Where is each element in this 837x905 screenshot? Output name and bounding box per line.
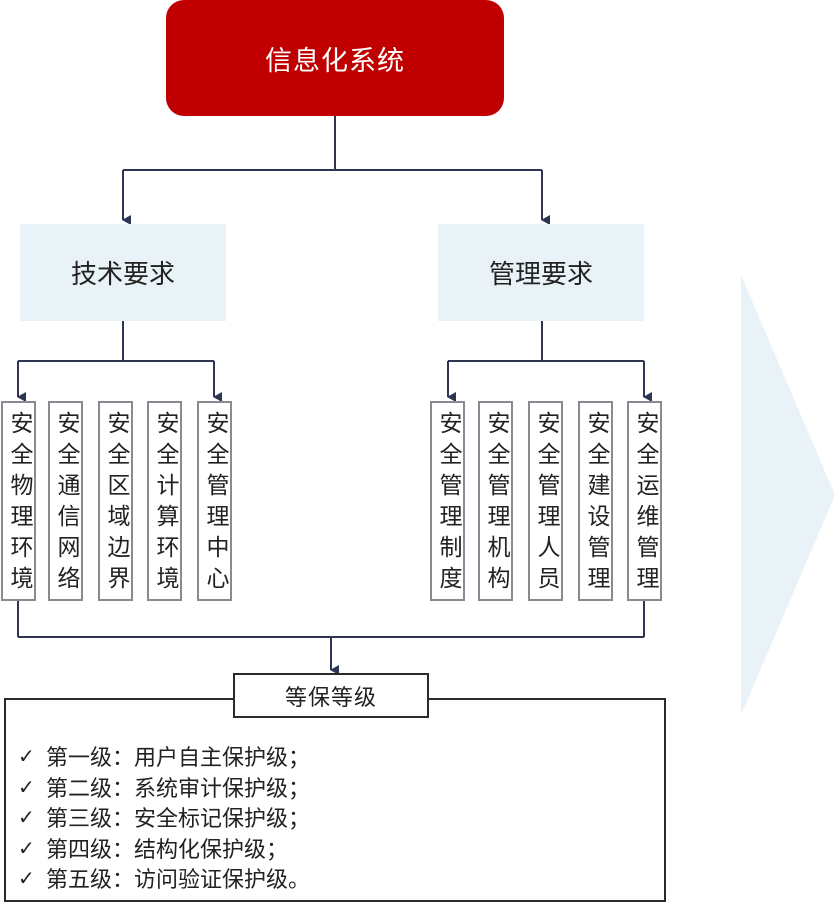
leaf-label: 安全管理人员 bbox=[533, 411, 559, 597]
chevron-right-icon bbox=[741, 275, 835, 715]
leaf-node: 安全管理人员 bbox=[528, 401, 563, 601]
list-item: ✓ 第三级：安全标记保护级； bbox=[18, 802, 310, 833]
leaf-node: 安全物理环境 bbox=[1, 401, 36, 601]
levels-list: ✓ 第一级：用户自主保护级； ✓ 第二级：系统审计保护级； ✓ 第三级：安全标记保护级… bbox=[18, 741, 310, 894]
root-node: 信息化系统 bbox=[166, 0, 504, 116]
check-icon: ✓ bbox=[18, 835, 35, 860]
levels-title: 等保等级 bbox=[233, 673, 429, 718]
leaf-node: 安全管理机构 bbox=[478, 401, 513, 601]
leaf-label: 安全运维管理 bbox=[632, 411, 658, 597]
leaf-node: 安全区域边界 bbox=[98, 401, 133, 601]
root-label: 信息化系统 bbox=[265, 45, 405, 77]
leaf-node: 安全运维管理 bbox=[627, 401, 662, 601]
levels-title-label: 等保等级 bbox=[284, 685, 377, 711]
list-item: ✓ 第五级：访问验证保护级。 bbox=[18, 863, 310, 894]
level-text: 第一级：用户自主保护级； bbox=[46, 746, 311, 772]
list-item: ✓ 第四级：结构化保护级； bbox=[18, 833, 310, 864]
check-icon: ✓ bbox=[18, 774, 35, 799]
category-label: 技术要求 bbox=[70, 260, 175, 290]
category-label: 管理要求 bbox=[488, 260, 593, 290]
leaf-label: 安全管理制度 bbox=[435, 411, 461, 597]
leaf-node: 安全建设管理 bbox=[578, 401, 613, 601]
list-item: ✓ 第一级：用户自主保护级； bbox=[18, 741, 310, 772]
level-text: 第四级：结构化保护级； bbox=[46, 837, 289, 863]
leaf-node: 安全管理制度 bbox=[430, 401, 465, 601]
level-text: 第二级：系统审计保护级； bbox=[46, 776, 311, 802]
level-text: 第五级：访问验证保护级。 bbox=[46, 868, 311, 894]
levels-panel bbox=[4, 698, 666, 902]
leaf-label: 安全计算环境 bbox=[152, 411, 178, 597]
leaf-node: 安全管理中心 bbox=[197, 401, 232, 601]
category-management: 管理要求 bbox=[438, 224, 644, 321]
leaf-label: 安全物理环境 bbox=[6, 411, 32, 597]
leaf-node: 安全计算环境 bbox=[147, 401, 182, 601]
category-technical: 技术要求 bbox=[20, 224, 226, 321]
leaf-label: 安全管理机构 bbox=[483, 411, 509, 597]
check-icon: ✓ bbox=[18, 744, 35, 769]
check-icon: ✓ bbox=[18, 805, 35, 830]
leaf-label: 安全区域边界 bbox=[103, 411, 129, 597]
leaf-label: 安全通信网络 bbox=[53, 411, 79, 597]
leaf-label: 安全管理中心 bbox=[202, 411, 228, 597]
list-item: ✓ 第二级：系统审计保护级； bbox=[18, 772, 310, 803]
leaf-node: 安全通信网络 bbox=[48, 401, 83, 601]
check-icon: ✓ bbox=[18, 866, 35, 891]
level-text: 第三级：安全标记保护级； bbox=[46, 807, 311, 833]
leaf-label: 安全建设管理 bbox=[583, 411, 609, 597]
